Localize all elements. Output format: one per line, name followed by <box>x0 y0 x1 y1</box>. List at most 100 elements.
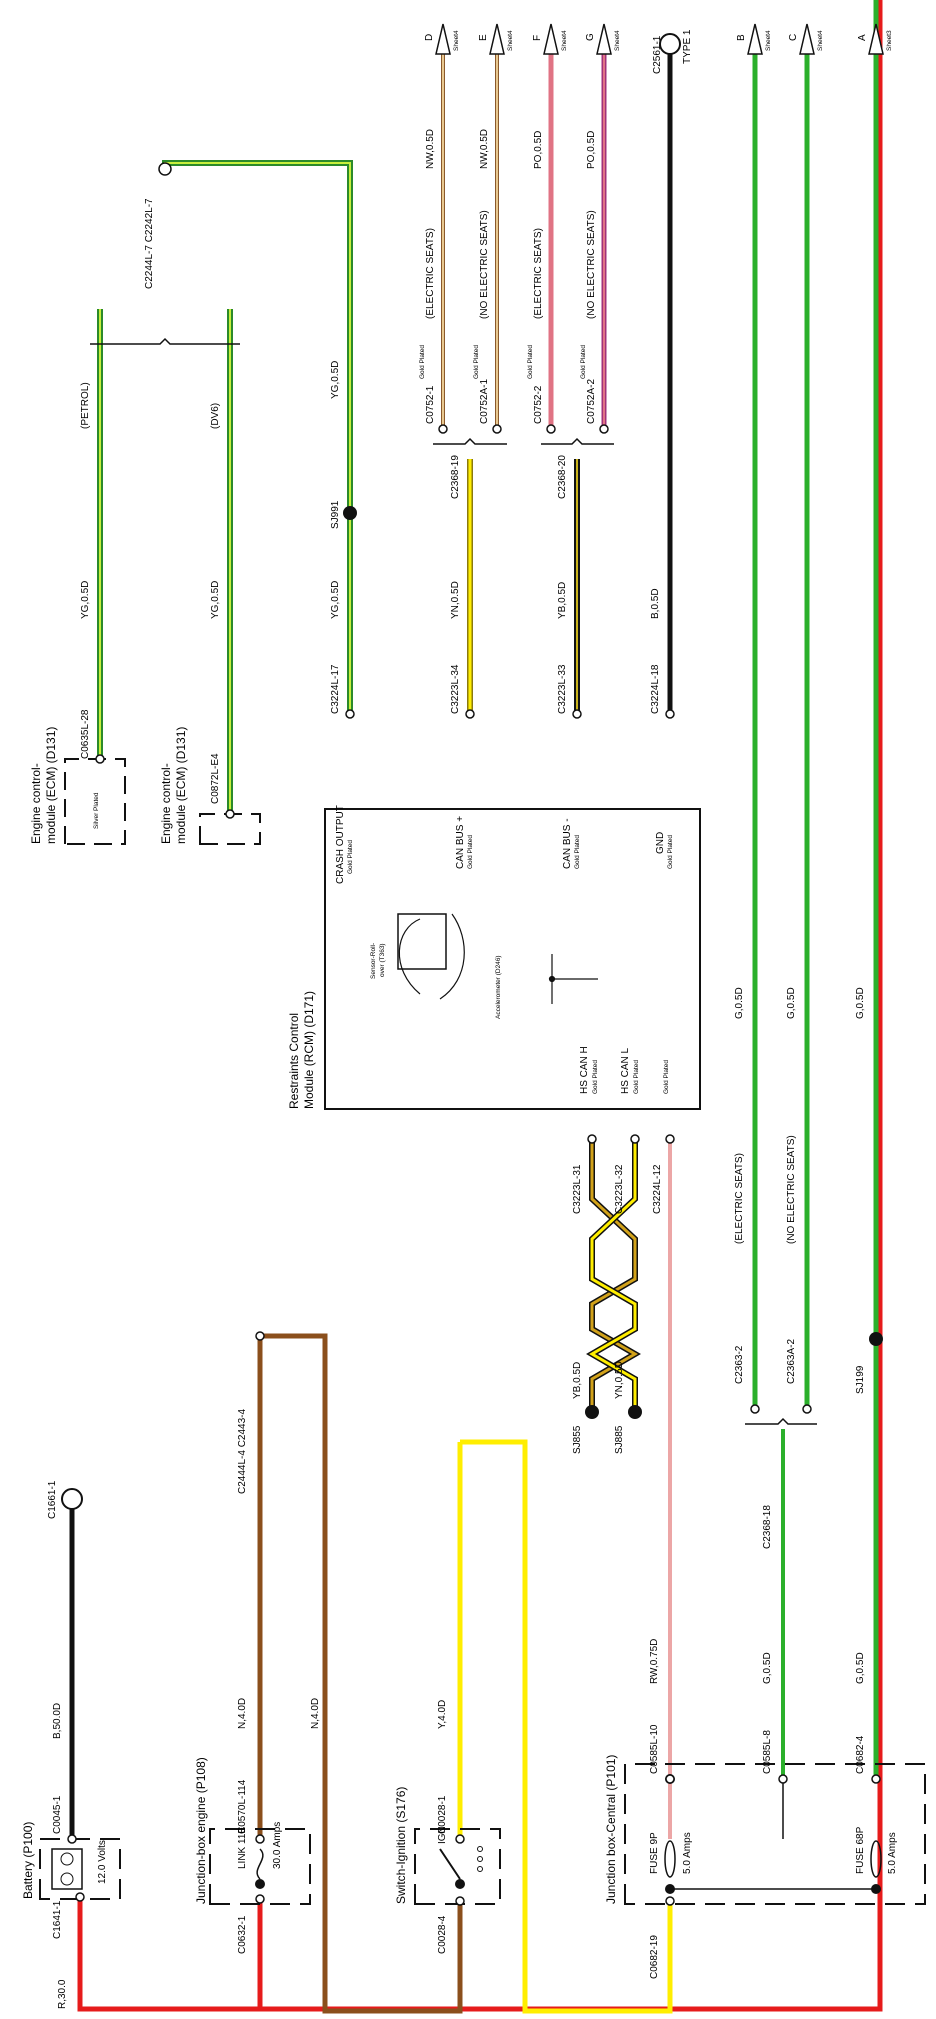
battery-wire-main: B,50.0D <box>52 1703 63 1739</box>
label-sj991: SJ991 <box>330 500 341 529</box>
jb-engine-amps: 30.0 Amps <box>272 1822 283 1869</box>
battery-title: Battery (P100) <box>21 1822 35 1899</box>
battery-neg-symbol <box>60 1872 74 1886</box>
label-es-top-1: (ELECTRIC SEATS) <box>425 228 436 319</box>
ignition-conn-in: C0028-4 <box>437 1915 448 1954</box>
label-w-nw1: NW,0.5D <box>425 129 436 169</box>
label-gold-4: Gold Plated <box>580 345 587 379</box>
ecm2-conn: C0872L-E4 <box>210 753 221 804</box>
label-gold-2: Gold Plated <box>473 345 480 379</box>
label-es-top-2: (ELECTRIC SEATS) <box>533 228 544 319</box>
ecm1-plating: Silver Plated <box>93 792 100 829</box>
svg-text:F: F <box>532 35 543 41</box>
rcm-gnd: GND <box>655 832 666 854</box>
label-c0752a-1: C0752A-1 <box>479 379 490 424</box>
link-fuse-symbol <box>256 1848 264 1880</box>
rcm-conn-l: C3223L-32 <box>614 1164 625 1214</box>
label-c2363-2: C2363-2 <box>734 1345 745 1384</box>
rcm-conn-gnd: C3224L-18 <box>650 664 661 714</box>
jb-engine-inline: C2444L-4 C2443-4 <box>237 1409 248 1494</box>
ecm2-title-1: Engine control- <box>159 763 173 844</box>
ignition-ign: IGN <box>437 1826 448 1844</box>
wire-brown-return <box>260 1333 463 2014</box>
battery-wire-feed: R,30.0 <box>57 1979 68 2009</box>
svg-text:Sheet3: Sheet3 <box>886 30 893 51</box>
rcm-can-plus-gold: Gold Plated <box>467 835 474 869</box>
label-es-bottom: (ELECTRIC SEATS) <box>734 1153 745 1244</box>
rcm-title-1: Restraints Control <box>287 1013 301 1109</box>
svg-text:E: E <box>478 34 489 41</box>
ground-ring-battery <box>61 1488 83 1510</box>
label-w-po2: PO,0.5D <box>586 131 597 169</box>
ecm1-wire: YG,0.5D <box>80 581 91 619</box>
wire-yg-main <box>162 160 353 714</box>
jb-engine-link: LINK 11E <box>237 1827 248 1869</box>
jb-engine-conn-in: C0632-1 <box>237 1915 248 1954</box>
label-w-nw2: NW,0.5D <box>479 129 490 169</box>
ecm1-conn: C0635L-28 <box>80 709 91 759</box>
ground-ring-rcm <box>659 33 681 55</box>
label-nes-top-1: (NO ELECTRIC SEATS) <box>479 210 490 319</box>
label-w-g1: G,0.5D <box>762 1652 773 1684</box>
offpage-arrows <box>435 23 884 55</box>
wire-yellow-loop <box>460 1439 673 2014</box>
ecm2-variant: (DV6) <box>210 403 221 429</box>
jb-central-conn-in: C0682-19 <box>649 1935 660 1979</box>
label-w-yn2: YN,0.5D <box>614 1361 625 1399</box>
rcm-box <box>324 808 701 1110</box>
fuse68-symbol <box>870 1840 882 1878</box>
rcm-hscan-l: HS CAN L <box>620 1047 631 1094</box>
ignition-pos-3 <box>477 1846 483 1852</box>
accelerometer-symbol <box>548 954 598 1004</box>
brace-ecm <box>90 337 240 345</box>
rcm-conn-low: C3224L-12 <box>652 1164 663 1214</box>
rcm-crash: CRASH OUTPUT <box>335 805 346 884</box>
svg-text:Sheet4: Sheet4 <box>614 30 621 51</box>
label-c2368-18: C2368-18 <box>762 1505 773 1549</box>
rcm-conn-h: C3223L-31 <box>572 1164 583 1214</box>
ecm2-wire: YG,0.5D <box>210 581 221 619</box>
battery-conn-neg: C1641-1 <box>52 1900 63 1939</box>
sensor-rollover-arc <box>398 913 465 1000</box>
label-nes-top-2: (NO ELECTRIC SEATS) <box>586 210 597 319</box>
label-sj199: SJ199 <box>855 1365 866 1394</box>
label-w-yg2: YG,0.5D <box>330 361 341 399</box>
rcm-hscan-h-gold: Gold Plated <box>592 1060 599 1094</box>
label-c2368-19: C2368-19 <box>450 455 461 499</box>
label-w-rw: RW,0.75D <box>649 1639 660 1684</box>
label-sj885: SJ885 <box>614 1425 625 1454</box>
label-gold-3: Gold Plated <box>527 345 534 379</box>
svg-text:D: D <box>424 34 435 41</box>
jb-engine-conn-out: C0570L-114 <box>237 1779 248 1834</box>
svg-text:A: A <box>857 34 868 41</box>
label-sj855: SJ855 <box>572 1425 583 1454</box>
ignition-pos-1 <box>477 1866 483 1872</box>
svg-text:Sheet4: Sheet4 <box>817 30 824 51</box>
label-type1: TYPE 1 <box>682 29 693 64</box>
splice-sj885 <box>628 1405 642 1419</box>
ignition-contact <box>439 1848 461 1880</box>
ecm1-variant: (PETROL) <box>80 382 91 429</box>
svg-text:Sheet4: Sheet4 <box>765 30 772 51</box>
jb-central-title: Junction box-Central (P101) <box>604 1755 618 1904</box>
wire-can-l-twist-fill <box>589 1139 637 1412</box>
rcm-gnd-gold: Gold Plated <box>667 835 674 869</box>
rcm-hscan-l-gold: Gold Plated <box>633 1060 640 1094</box>
rcm-conn-canp: C3223L-34 <box>450 664 461 714</box>
label-w-yb: YB,0.5D <box>557 582 568 619</box>
wire-yg-main-fill <box>164 162 351 714</box>
splice-sj855 <box>585 1405 599 1419</box>
jb-engine-box <box>209 1828 311 1905</box>
label-c0752-1: C0752-1 <box>425 385 436 424</box>
jb-engine-wire-out: N,4.0D <box>237 1698 248 1729</box>
fuse9-amps: 5.0 Amps <box>682 1832 693 1874</box>
jb-engine-title: Junction-box engine (P108) <box>194 1757 208 1904</box>
brace-c2368-19 <box>433 437 507 445</box>
label-w-g3: G,0.5D <box>734 987 745 1019</box>
svg-text:Sheet4: Sheet4 <box>507 30 514 51</box>
ignition-title: Switch-Ignition (S176) <box>394 1787 408 1904</box>
label-w-yb2: YB,0.5D <box>572 1362 583 1399</box>
rcm-can-minus: CAN BUS - <box>562 818 573 869</box>
jb-engine-wire-ret: N,4.0D <box>310 1698 321 1729</box>
